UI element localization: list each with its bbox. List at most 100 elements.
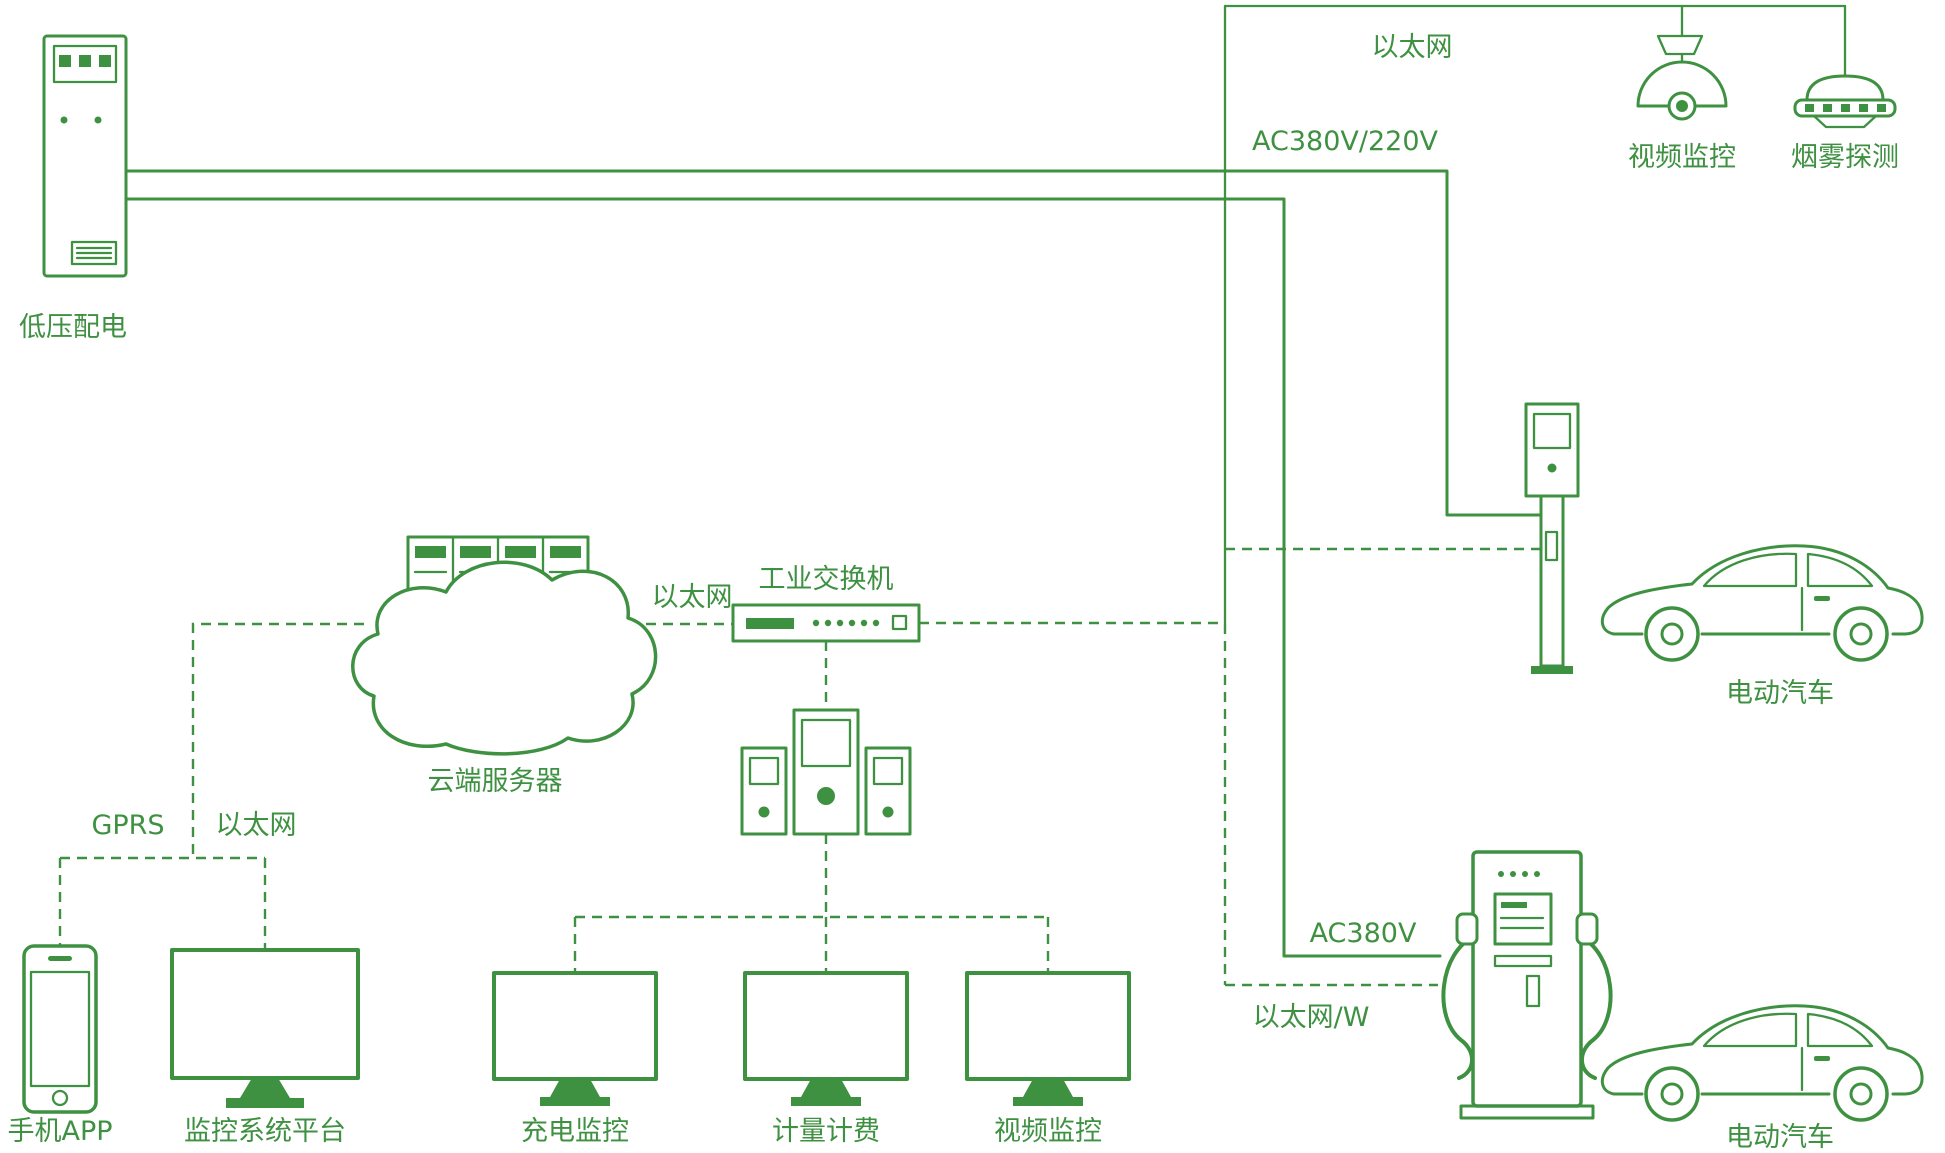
charging-monitor-node — [492, 971, 658, 1106]
power-line-ac380v-220v — [124, 169, 1543, 517]
monitor-stand — [240, 1078, 290, 1098]
camera-mount — [1656, 34, 1704, 56]
cabinet-switch-3 — [99, 55, 111, 67]
controller-left-screen — [748, 756, 780, 786]
pile-slot — [1544, 530, 1559, 562]
ethernet-platform-label: 以太网 — [216, 810, 297, 841]
electric-vehicle-top: 电动汽车 — [1600, 544, 1924, 709]
charger-led-3 — [1522, 871, 1528, 877]
controller-left-body — [740, 746, 788, 836]
ev-top-label: 电动汽车 — [1726, 678, 1834, 709]
metering-billing-label: 计量计费 — [772, 1116, 880, 1147]
smoke-base — [1812, 114, 1878, 129]
phone-body — [22, 944, 98, 1114]
rack-header-2 — [460, 546, 491, 558]
controller-center-body — [792, 708, 860, 836]
dc-fast-charger — [1441, 850, 1613, 1120]
metering-billing-node — [743, 971, 909, 1106]
rack-header-4 — [550, 546, 581, 558]
cabinet-indicator-2 — [94, 116, 102, 124]
ac-charging-pile — [1524, 402, 1580, 674]
charger-led-2 — [1510, 871, 1516, 877]
charger-led-4 — [1534, 871, 1540, 877]
gprs-label: GPRS — [91, 810, 164, 841]
monitor-base — [540, 1097, 610, 1106]
cabinet-top-panel — [52, 44, 118, 84]
cloud-label: 云端服务器 — [428, 766, 563, 797]
video-camera: 视频监控 — [1628, 34, 1736, 173]
controller-right-body — [864, 746, 912, 836]
monitor-screen — [965, 971, 1131, 1081]
monitor-base — [791, 1097, 861, 1106]
rack-header-3 — [505, 546, 536, 558]
cabinet-indicator-1 — [60, 116, 68, 124]
camera-label: 视频监控 — [1628, 142, 1736, 173]
link-cloud-to-left-tree — [191, 622, 364, 858]
phone-label: 手机APP — [7, 1116, 112, 1147]
switch-port-led-4 — [848, 619, 856, 627]
smoke-vent-4 — [1859, 104, 1868, 112]
power-line-ac380v — [124, 197, 1442, 958]
controller-center-screen — [800, 718, 852, 768]
phone-screen — [29, 970, 91, 1088]
switch-grille — [746, 618, 794, 629]
switch-port-led-6 — [872, 619, 880, 627]
switch-uplink-port — [891, 614, 908, 631]
monitor-base — [1013, 1097, 1083, 1106]
electric-vehicle-bottom: 电动汽车 — [1600, 1004, 1924, 1153]
smoke-dome — [1805, 74, 1885, 102]
cabinet-switch-2 — [79, 55, 91, 67]
smoke-vent-3 — [1841, 104, 1850, 112]
smoke-detector: 烟雾探测 — [1791, 74, 1899, 173]
switch-port-led-5 — [860, 619, 868, 627]
platform-monitor — [170, 948, 360, 1108]
switch-label: 工业交换机 — [759, 564, 894, 595]
industrial-switch: 工业交换机 — [731, 564, 921, 643]
ethernet-w-label: 以太网/W — [1253, 1002, 1370, 1033]
rack-header-1 — [415, 546, 446, 558]
switch-port-led-1 — [812, 619, 820, 627]
smoke-vent-2 — [1823, 104, 1832, 112]
cabinet-label: 低压配电 — [19, 312, 127, 343]
charger-card-reader — [1493, 954, 1553, 968]
switch-body — [731, 603, 921, 643]
ac380v-220v-label: AC380V/220V — [1252, 126, 1438, 157]
pile-base — [1531, 666, 1573, 674]
phone-speaker — [48, 956, 72, 961]
ethernet-cloud-switch-label: 以太网 — [652, 582, 733, 613]
monitor-screen — [743, 971, 909, 1081]
pile-button — [1547, 463, 1557, 473]
phone-home-button — [51, 1089, 69, 1107]
charger-nozzle-right — [1575, 912, 1599, 946]
camera-lens-center — [1676, 100, 1688, 112]
video-monitor-label: 视频监控 — [994, 1116, 1102, 1147]
smoke-vent-1 — [1805, 104, 1814, 112]
cabinet-vent — [70, 240, 118, 266]
cabinet-body — [42, 34, 128, 278]
monitor-screen — [492, 971, 658, 1081]
controller-left-button — [758, 806, 770, 818]
pile-screen — [1532, 412, 1572, 450]
charger-base — [1459, 1104, 1595, 1120]
controller-center-button — [817, 787, 835, 805]
charger-nozzle-left — [1455, 912, 1479, 946]
controller-right-button — [882, 806, 894, 818]
cabinet-switch-1 — [59, 55, 71, 67]
video-monitor-node — [965, 971, 1131, 1106]
phone-app — [22, 944, 98, 1114]
monitor-stand — [550, 1079, 600, 1097]
charger-cable-right — [1577, 934, 1613, 1080]
cloud-server: 云端服务器 — [351, 535, 658, 797]
ethernet-top-label: 以太网 — [1372, 32, 1453, 63]
platform-label: 监控系统平台 — [184, 1116, 346, 1147]
charger-cable-left — [1441, 934, 1477, 1080]
pile-pole — [1539, 494, 1565, 668]
ac380v-label: AC380V — [1310, 918, 1417, 949]
low-voltage-cabinet: 低压配电 — [19, 34, 128, 343]
cloud-shape — [351, 560, 658, 756]
ev-bottom-label: 电动汽车 — [1726, 1122, 1834, 1153]
charger-screen — [1493, 892, 1553, 946]
charger-screen-line — [1501, 902, 1527, 908]
monitor-stand — [1023, 1079, 1073, 1097]
